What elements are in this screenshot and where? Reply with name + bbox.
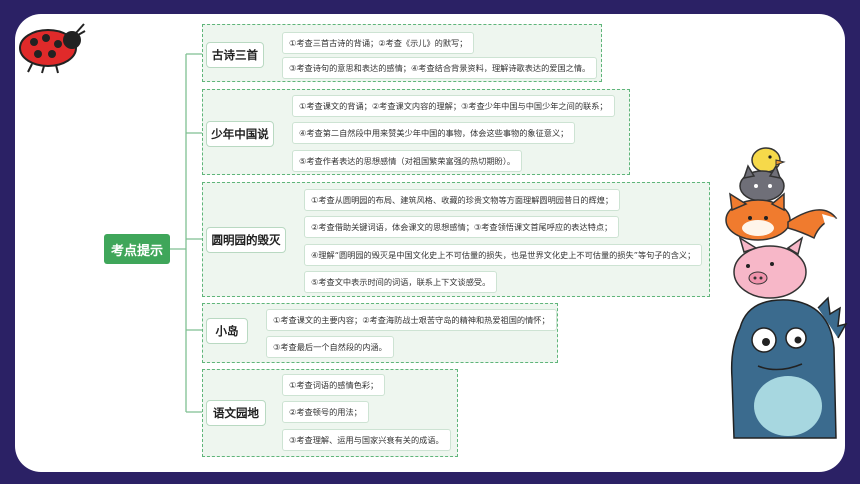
list-item: ③考查理解、运用与国家兴衰有关的成语。 bbox=[282, 429, 451, 451]
list-item: ⑤考查文中表示时间的词语，联系上下文谈感受。 bbox=[304, 271, 498, 293]
ladybug-icon bbox=[19, 23, 86, 74]
category-poems: 古诗三首 bbox=[206, 42, 264, 68]
list-item: ④考查第二自然段中用来赞美少年中国的事物，体会这些事物的象征意义； bbox=[292, 122, 576, 144]
list-item: ①考查三首古诗的背诵；②考查《示儿》的默写； bbox=[282, 32, 475, 54]
list-item: ②考查借助关键词语，体会课文的思想感情；③考查领悟课文首尾呼应的表达特点； bbox=[304, 216, 620, 238]
list-item: ⑤考查作者表达的思想感情（对祖国繁荣富强的热切期盼）。 bbox=[292, 150, 523, 172]
list-item: ①考查课文的主要内容；②考查海防战士艰苦守岛的精神和热爱祖国的情怀； bbox=[266, 309, 557, 331]
category-yuanmingyuan: 圆明园的毁灭 bbox=[206, 227, 286, 253]
category-young-china: 少年中国说 bbox=[206, 121, 274, 147]
list-item: ③考查最后一个自然段的内涵。 bbox=[266, 336, 394, 358]
category-chinese-garden: 语文园地 bbox=[206, 400, 266, 426]
list-item: ①考查词语的感情色彩； bbox=[282, 374, 386, 396]
list-item: ①考查课文的背诵；②考查课文内容的理解；③考查少年中国与中国少年之间的联系； bbox=[292, 95, 615, 117]
root-node: 考点提示 bbox=[104, 234, 170, 264]
list-item: ①考查从圆明园的布局、建筑风格、收藏的珍贵文物等方面理解圆明园昔日的辉煌； bbox=[304, 189, 621, 211]
list-item: ③考查诗句的意思和表达的感情；④考查结合背景资料，理解诗歌表达的爱国之情。 bbox=[282, 57, 598, 79]
category-island: 小岛 bbox=[206, 318, 248, 344]
list-item: ④理解“圆明园的毁灭是中国文化史上不可估量的损失，也是世界文化史上不可估量的损失… bbox=[304, 244, 703, 266]
list-item: ②考查顿号的用法； bbox=[282, 401, 369, 423]
stacked-animals-illustration bbox=[725, 147, 848, 439]
